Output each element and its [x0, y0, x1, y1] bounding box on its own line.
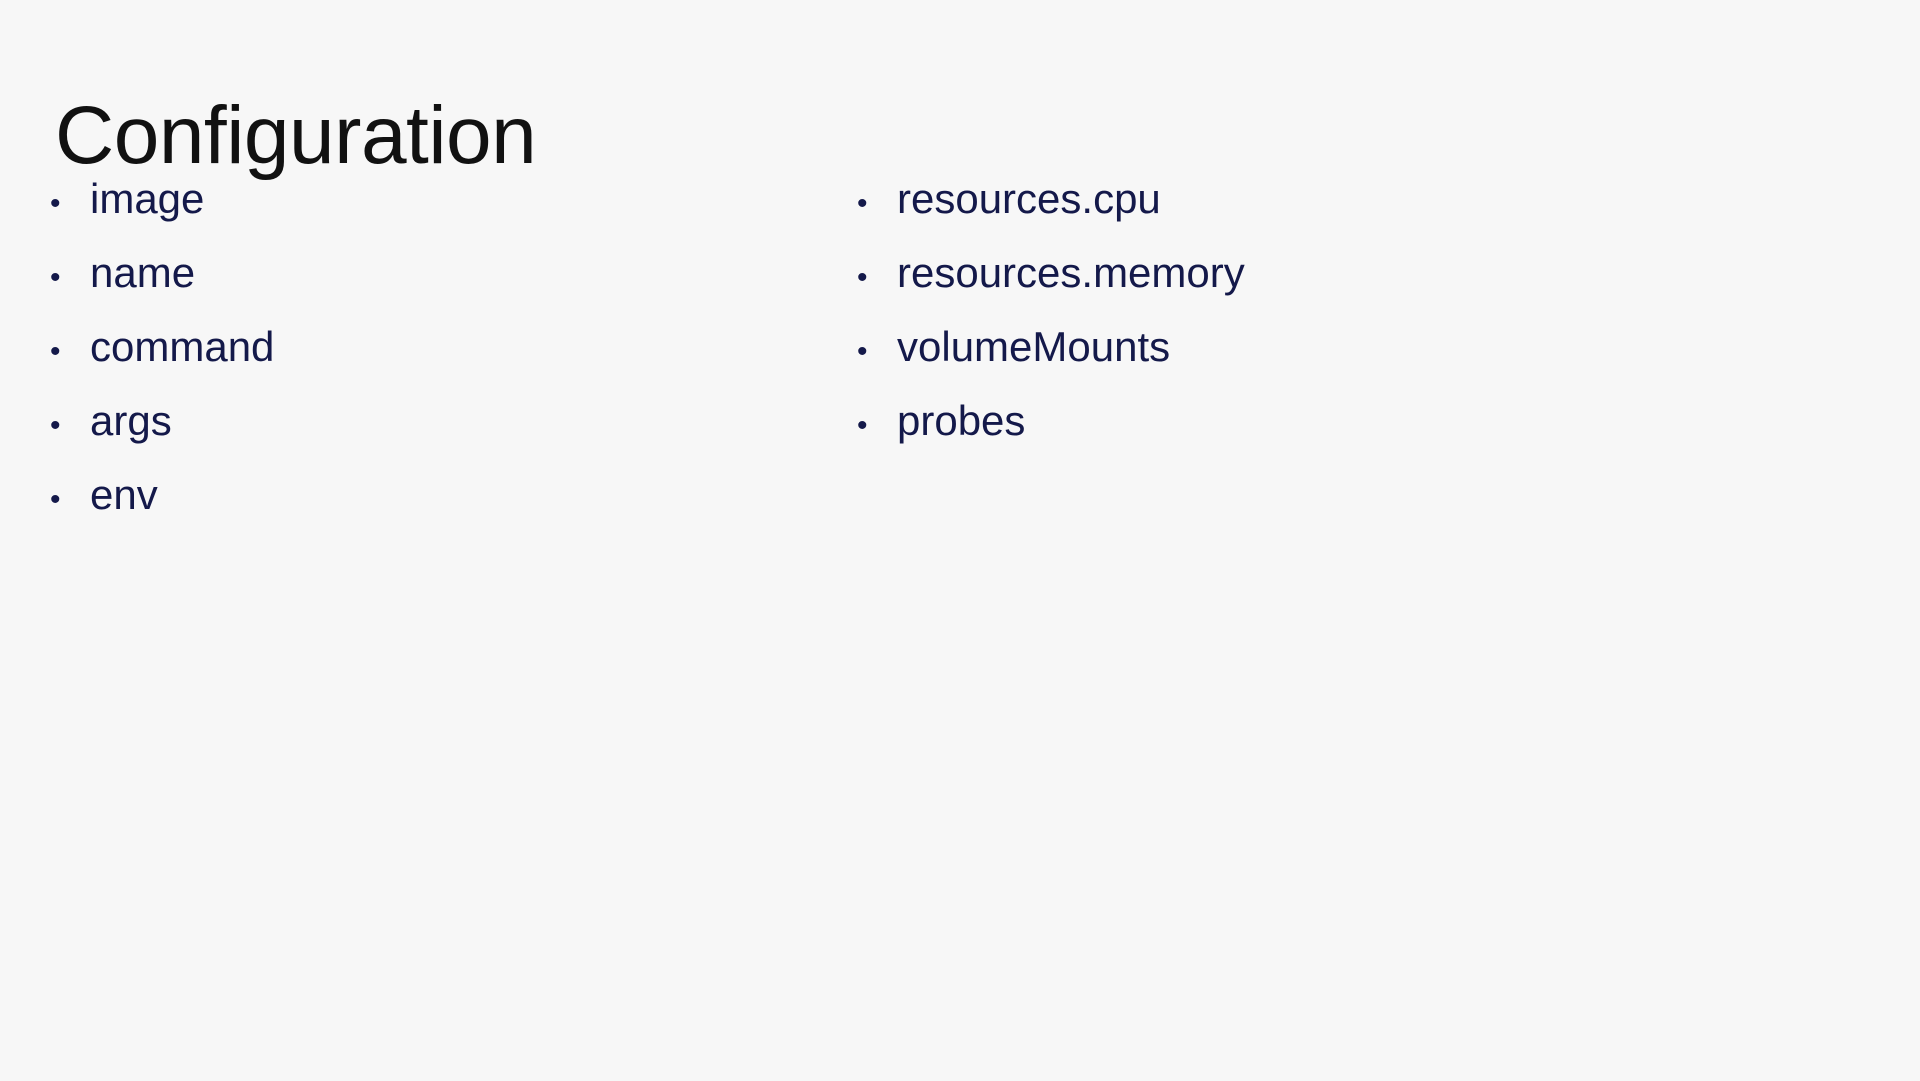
- bullet-list-left: • image • name • command • args • env: [50, 162, 810, 532]
- list-item-label: command: [90, 323, 275, 370]
- bullet-point-icon: •: [50, 409, 61, 442]
- list-item: • resources.cpu: [857, 162, 1757, 236]
- list-item-label: args: [90, 397, 172, 444]
- list-item-label: volumeMounts: [897, 323, 1171, 370]
- list-item-label: resources.cpu: [897, 175, 1161, 222]
- list-item-label: name: [90, 249, 196, 296]
- bullet-point-icon: •: [50, 483, 61, 516]
- list-item: • volumeMounts: [857, 310, 1757, 384]
- bullet-point-icon: •: [50, 335, 61, 368]
- list-item-label: resources.memory: [897, 249, 1245, 296]
- bullet-point-icon: •: [50, 187, 61, 220]
- list-item-label: env: [90, 471, 158, 518]
- list-item: • name: [50, 236, 810, 310]
- list-item: • args: [50, 384, 810, 458]
- list-item-label: image: [90, 175, 205, 222]
- list-item: • resources.memory: [857, 236, 1757, 310]
- bullet-point-icon: •: [50, 261, 61, 294]
- list-item: • command: [50, 310, 810, 384]
- bullet-point-icon: •: [857, 187, 868, 220]
- list-item: • image: [50, 162, 810, 236]
- bullet-point-icon: •: [857, 261, 868, 294]
- list-item: • env: [50, 458, 810, 532]
- bullet-list-right: • resources.cpu • resources.memory • vol…: [857, 162, 1757, 458]
- list-item-label: probes: [897, 397, 1026, 444]
- page-title: Configuration: [55, 89, 537, 181]
- bullet-point-icon: •: [857, 409, 868, 442]
- bullet-point-icon: •: [857, 335, 868, 368]
- list-item: • probes: [857, 384, 1757, 458]
